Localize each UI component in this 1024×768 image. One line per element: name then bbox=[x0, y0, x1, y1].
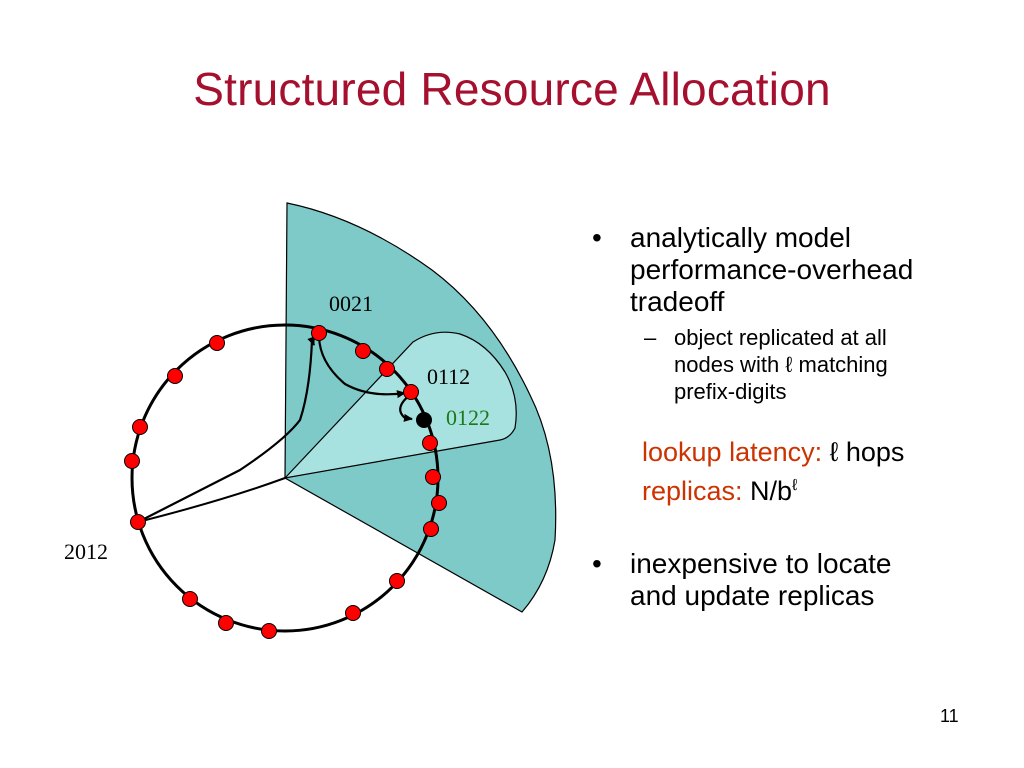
ring-node bbox=[422, 435, 438, 451]
ring-node bbox=[182, 591, 198, 607]
ring-node bbox=[167, 368, 183, 384]
ring-node bbox=[124, 453, 140, 469]
ring-node bbox=[389, 573, 405, 589]
routing-path-to-0112 bbox=[317, 336, 406, 399]
replicas-exponent: ℓ bbox=[792, 477, 798, 494]
ring-node bbox=[311, 325, 327, 341]
routing-path-to-0021 bbox=[137, 336, 316, 523]
bullet-marker: • bbox=[592, 548, 602, 579]
sub-bullet-line: prefix-digits bbox=[674, 379, 787, 404]
slide-title: Structured Resource Allocation bbox=[193, 63, 831, 115]
lookup-latency-key: lookup latency: bbox=[642, 437, 830, 467]
sub-bullet-line: object replicated at all bbox=[674, 325, 887, 350]
ring-node bbox=[355, 343, 371, 359]
bullet-marker: • bbox=[592, 222, 602, 253]
ring-node bbox=[345, 605, 361, 621]
ring-nodes bbox=[124, 325, 447, 639]
spoke-line-2012 bbox=[137, 477, 286, 523]
lookup-latency-value: ℓ hops bbox=[829, 437, 905, 467]
page-number: 11 bbox=[940, 706, 959, 726]
bullet-line: and update replicas bbox=[630, 580, 875, 611]
ring-node bbox=[261, 623, 277, 639]
bullet-list: • analytically model performance-overhea… bbox=[590, 222, 1010, 612]
ring-node bbox=[425, 469, 441, 485]
bullet-line: tradeoff bbox=[630, 286, 725, 317]
bullet-item: • inexpensive to locate and update repli… bbox=[590, 548, 1010, 612]
label-node-0021: 0021 bbox=[329, 291, 373, 316]
ring-node bbox=[209, 335, 225, 351]
replicas-key: replicas: bbox=[642, 476, 751, 506]
bullet-item: • analytically model performance-overhea… bbox=[590, 222, 1010, 318]
ring-node bbox=[130, 514, 146, 530]
bullet-line: performance-overhead bbox=[630, 254, 914, 285]
ring-node bbox=[218, 615, 234, 631]
sub-bullet-line: nodes with ℓ matching bbox=[674, 352, 888, 377]
ring-node bbox=[132, 419, 148, 435]
lookup-latency-line: lookup latency: ℓ hops bbox=[590, 435, 1010, 469]
ring-node bbox=[431, 495, 447, 511]
sub-bullet-marker: – bbox=[644, 325, 657, 350]
label-node-0122: 0122 bbox=[446, 405, 490, 430]
label-node-2012: 2012 bbox=[64, 539, 108, 564]
ring-node bbox=[403, 384, 419, 400]
ring-node bbox=[379, 361, 395, 377]
sub-bullet-item: – object replicated at all nodes with ℓ … bbox=[590, 324, 1010, 405]
ring-node bbox=[423, 521, 439, 537]
bullet-line: inexpensive to locate bbox=[630, 548, 892, 579]
target-node-0122 bbox=[416, 412, 432, 428]
label-node-0112: 0112 bbox=[427, 364, 470, 389]
replicas-line: replicas: N/bℓ bbox=[590, 469, 1010, 508]
replicas-value: N/b bbox=[750, 476, 793, 506]
bullet-line: analytically model bbox=[630, 222, 851, 253]
